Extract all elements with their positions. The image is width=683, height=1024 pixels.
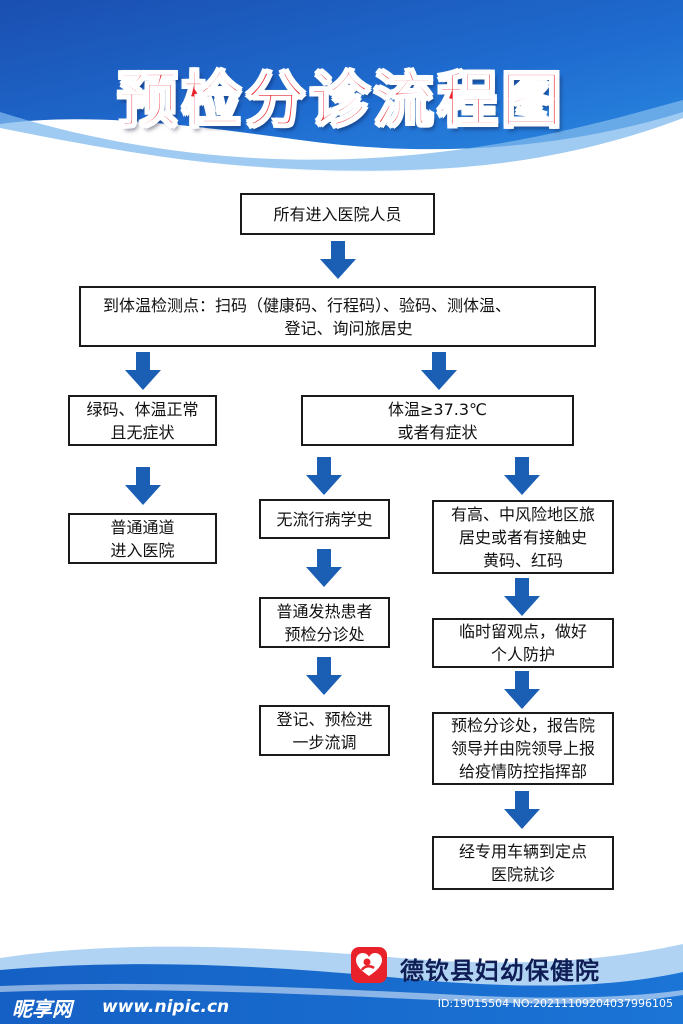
- arrow-down-icon: [504, 578, 540, 616]
- page-title: 预检分诊流程图: [117, 65, 566, 137]
- flow-start-box: 所有进入医院人员: [240, 193, 435, 235]
- arrow-down-icon: [125, 467, 161, 505]
- fever-condition-box: 体温≥37.3℃ 或者有症状: [301, 395, 574, 446]
- risk-history-step-2-box: 临时留观点，做好 个人防护: [432, 618, 614, 668]
- arrow-down-icon: [306, 549, 342, 587]
- risk-history-step-1-box: 有高、中风险地区旅 居史或者有接触史 黄码、红码: [432, 500, 614, 574]
- risk-history-step-1-line-2: 居史或者有接触史: [458, 527, 587, 547]
- no-history-step-2-line-2: 预检分诊处: [284, 624, 365, 644]
- footer-stripe: [0, 983, 683, 1004]
- arrow-down-icon: [504, 791, 540, 829]
- risk-history-step-1-line-3: 黄码、红码: [482, 550, 563, 570]
- risk-history-step-4-line-1: 经专用车辆到定点: [458, 842, 587, 861]
- normal-result-line-1: 普通通道: [110, 517, 175, 537]
- normal-condition-line-1: 绿码、体温正常: [86, 399, 199, 419]
- risk-history-step-4-line-2: 医院就诊: [490, 865, 555, 884]
- no-history-step-1-text: 无流行病学史: [276, 509, 373, 529]
- watermark-url: www.nipic.cn: [102, 997, 230, 1017]
- no-history-step-2-box: 普通发热患者 预检分诊处: [259, 597, 390, 648]
- fever-condition-line-2: 或者有症状: [397, 422, 478, 442]
- header-band: [0, 0, 683, 150]
- no-history-step-2-line-1: 普通发热患者: [276, 601, 373, 621]
- arrow-down-icon: [504, 671, 540, 709]
- flow-start-text: 所有进入医院人员: [273, 204, 402, 224]
- arrow-down-icon: [306, 457, 342, 495]
- arrow-down-icon: [306, 657, 342, 695]
- risk-history-step-1-line-1: 有高、中风险地区旅: [450, 504, 595, 524]
- arrow-down-icon: [421, 352, 457, 390]
- fever-condition-line-1: 体温≥37.3℃: [387, 399, 487, 419]
- normal-result-box: 普通通道 进入医院: [68, 513, 217, 564]
- no-history-step-3-line-1: 登记、预检进: [276, 709, 373, 729]
- no-history-step-3-line-2: 一步流调: [292, 732, 357, 752]
- arrow-down-icon: [125, 352, 161, 390]
- risk-history-step-3-box: 预检分诊处，报告院 领导并由院领导上报 给疫情防控指挥部: [432, 712, 614, 785]
- hospital-name: 德钦县妇幼保健院: [400, 957, 600, 985]
- risk-history-step-2-line-2: 个人防护: [490, 645, 555, 664]
- risk-history-step-3-line-2: 领导并由院领导上报: [450, 739, 595, 758]
- risk-history-step-4-box: 经专用车辆到定点 医院就诊: [432, 836, 614, 890]
- watermark-brand: 昵享网: [12, 997, 72, 1021]
- header-wave-white: [0, 124, 683, 181]
- risk-history-step-3-line-1: 预检分诊处，报告院: [450, 716, 595, 735]
- checkpoint-line-2: 登记、询问旅居史: [284, 318, 413, 338]
- maternal-child-heart-icon: [351, 947, 387, 983]
- normal-condition-box: 绿码、体温正常 且无症状: [68, 395, 217, 446]
- checkpoint-line-1: 到体温检测点：扫码（健康码、行程码）、验码、测体温、: [103, 295, 512, 315]
- no-history-step-1-box: 无流行病学史: [259, 499, 390, 539]
- arrow-down-icon: [504, 457, 540, 495]
- normal-result-line-2: 进入医院: [110, 540, 175, 560]
- checkpoint-box: 到体温检测点：扫码（健康码、行程码）、验码、测体温、 登记、询问旅居史: [79, 286, 596, 347]
- arrow-down-icon: [320, 241, 356, 279]
- header-wave-light: [0, 100, 683, 173]
- normal-condition-line-2: 且无症状: [110, 422, 175, 442]
- risk-history-step-3-line-3: 给疫情防控指挥部: [458, 762, 587, 781]
- watermark-id: ID:19015504 NO:20211109204037996105: [437, 997, 673, 1010]
- risk-history-step-2-line-1: 临时留观点，做好: [458, 622, 587, 641]
- no-history-step-3-box: 登记、预检进 一步流调: [259, 705, 390, 756]
